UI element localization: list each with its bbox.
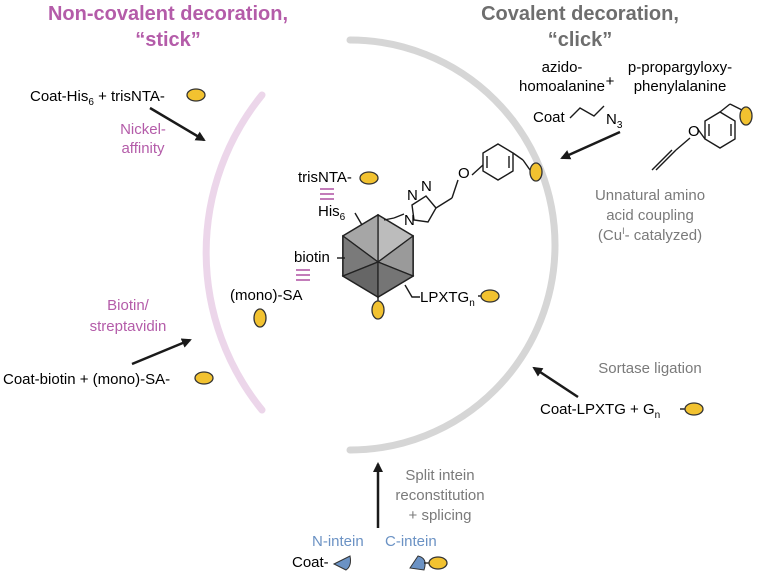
- azido-line1: azido-: [542, 59, 583, 76]
- c-intein-label: C-intein: [385, 533, 437, 550]
- center-lpxtg: LPXTGn: [420, 289, 475, 309]
- triazole-n1: N: [404, 212, 415, 229]
- uaa-line2: acid coupling: [606, 207, 694, 224]
- payload-icon: [684, 402, 704, 416]
- biotin-arrow: [131, 338, 192, 366]
- sortase-label: Sortase ligation: [598, 360, 701, 377]
- capsid-icon: [341, 213, 415, 299]
- noncovalent-heading-line1: Non-covalent decoration,: [48, 3, 288, 25]
- triazole-n2: N: [407, 187, 418, 204]
- coat-azide-label: Coat: [533, 109, 566, 126]
- streptavidin-bond: [296, 269, 310, 281]
- covalent-arc: [346, 36, 559, 454]
- uaa-arrow: [560, 130, 621, 160]
- azide-n3: N3: [606, 111, 623, 131]
- ether-oxygen: O: [458, 165, 470, 182]
- nickel-arrow: [149, 106, 206, 142]
- coat-his-label: Coat-His6 + trisNTA-: [30, 88, 165, 108]
- covalent-heading-line1: Covalent decoration,: [481, 3, 679, 25]
- payload-icon: [194, 371, 214, 385]
- nickel-affinity-line2: affinity: [121, 140, 165, 157]
- n-intein-label: N-intein: [312, 533, 364, 550]
- coat-biotin-label: Coat-biotin + (mono)-SA-: [3, 371, 170, 388]
- uaa-line3: (CuI- catalyzed): [598, 226, 702, 244]
- payload-icon: [186, 88, 206, 102]
- center-trisnta: trisNTA-: [298, 169, 352, 186]
- ppa-line2: phenylalanine: [634, 78, 727, 95]
- biotin-streptavidin-line1: Biotin/: [107, 297, 150, 314]
- c-intein-icon: [409, 555, 426, 571]
- split-intein-line2: reconstitution: [395, 487, 484, 504]
- split-intein-line3: + splicing: [409, 507, 472, 524]
- azido-line2: homoalanine: [519, 78, 605, 95]
- azide-chain: [569, 105, 605, 119]
- covalent-heading-line2: “click”: [548, 29, 612, 51]
- biotin-streptavidin-line2: streptavidin: [90, 318, 167, 335]
- sortase-link: [404, 284, 420, 298]
- ppa-oxygen: O: [688, 123, 700, 140]
- noncovalent-arc: [202, 91, 266, 414]
- triazole-n3: N: [421, 178, 432, 195]
- plus-sign: +: [606, 73, 615, 90]
- center-biotin: biotin: [294, 249, 330, 266]
- triazole-linker: [383, 143, 531, 223]
- payload-icon: [480, 289, 500, 303]
- noncovalent-heading-line2: “stick”: [135, 29, 201, 51]
- ppa-structure: [651, 103, 743, 171]
- center-his6: His6: [318, 203, 346, 223]
- nickel-bond: [320, 188, 334, 200]
- uaa-line1: Unnatural amino: [595, 187, 705, 204]
- split-intein-line1: Split intein: [405, 467, 474, 484]
- payload-icon: [529, 162, 543, 182]
- ppa-line1: p-propargyloxy-: [628, 59, 732, 76]
- n-intein-icon: [332, 555, 351, 571]
- payload-icon: [428, 556, 448, 570]
- payload-icon: [253, 308, 267, 328]
- payload-icon: [371, 300, 385, 320]
- coat-lpxtg-label: Coat-LPXTG + Gn: [540, 401, 660, 421]
- coat-intein-label: Coat-: [292, 554, 329, 571]
- sortase-arrow: [532, 366, 579, 399]
- center-mono-sa: (mono)-SA: [230, 287, 303, 304]
- nickel-affinity-line1: Nickel-: [120, 121, 166, 138]
- his-link: [354, 212, 363, 226]
- payload-icon: [359, 171, 379, 185]
- payload-icon: [739, 106, 753, 126]
